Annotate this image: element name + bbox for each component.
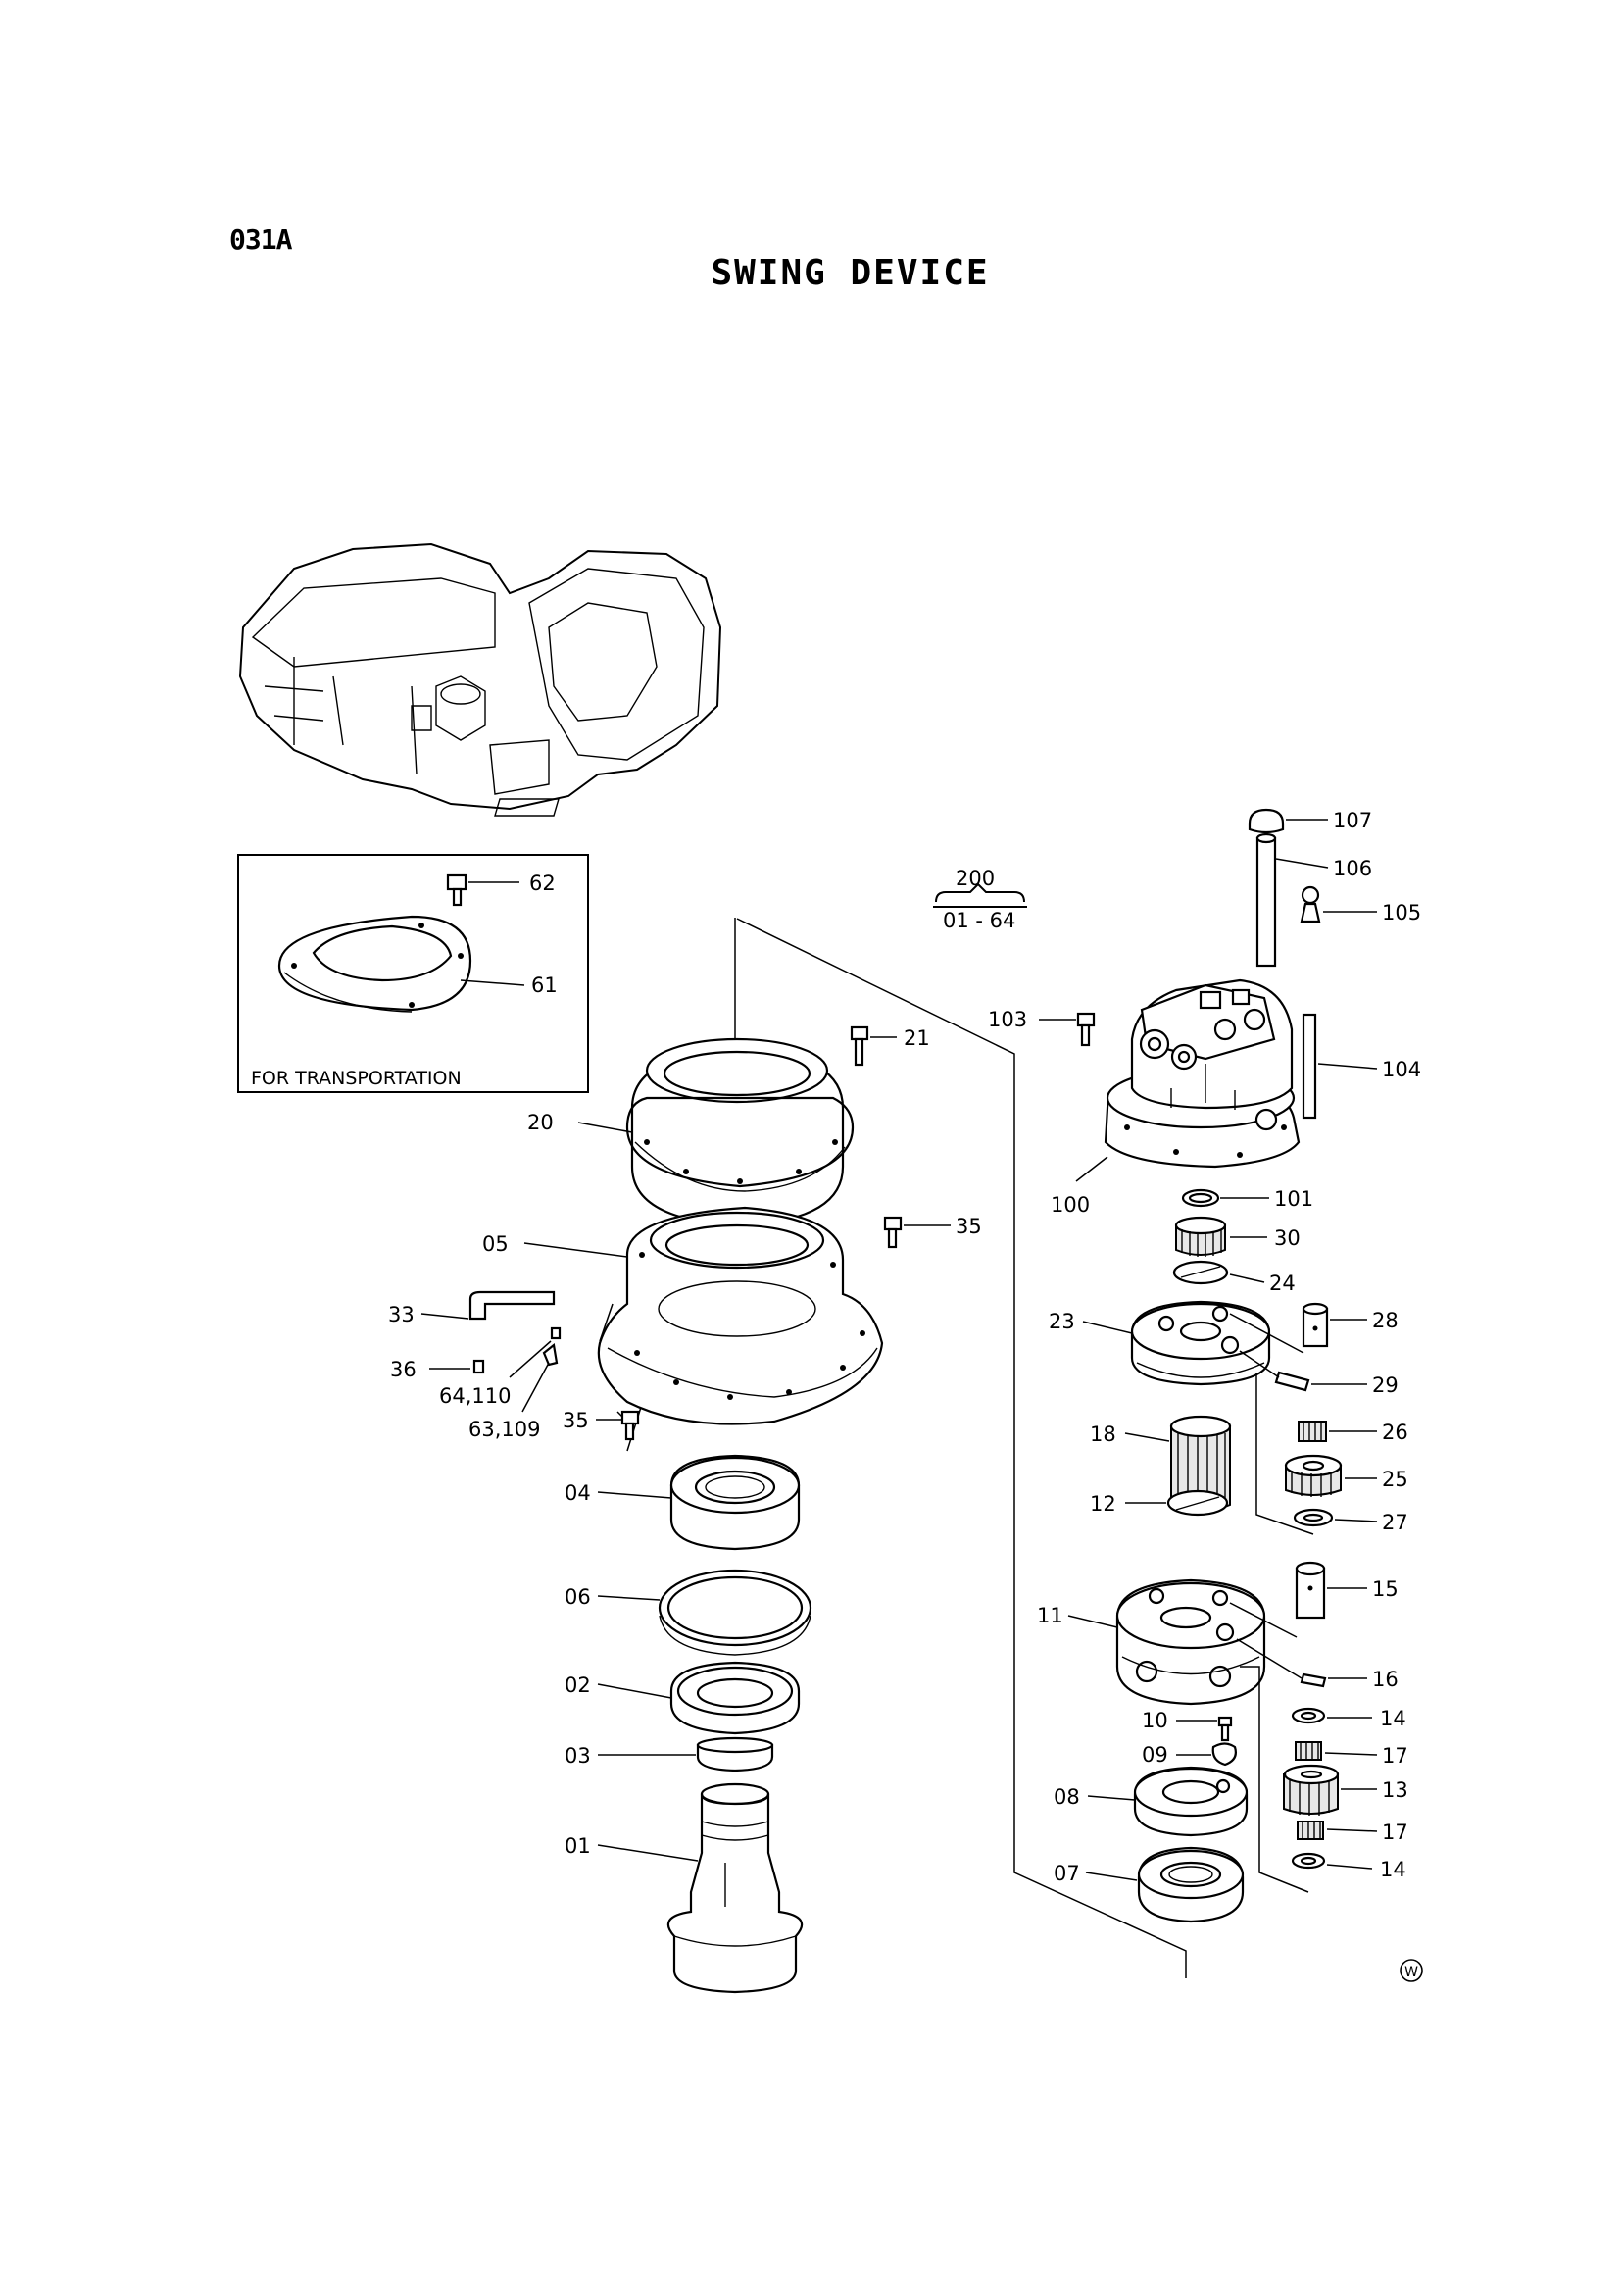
part-35-bolt-lower: [596, 1410, 640, 1441]
part-10-bolt: [1176, 1716, 1233, 1742]
part-14-washer-lower: [1240, 1666, 1373, 1893]
part-07-bearing: [1085, 1846, 1245, 1923]
callout-64-110: 64,110: [439, 1384, 511, 1408]
part-09-lock-plate: [1176, 1742, 1237, 1767]
part-03-ring: [696, 1736, 774, 1772]
watermark-letter: W: [1404, 1965, 1418, 1980]
part-106-pipe: [1255, 832, 1329, 968]
part-17-needle-upper: [1295, 1741, 1378, 1761]
callout-07: 07: [1054, 1862, 1080, 1885]
callout-103: 103: [988, 1008, 1027, 1031]
callout-08: 08: [1054, 1785, 1080, 1809]
part-11-carrier: [1067, 1578, 1266, 1706]
assembly-range: 01 - 64: [943, 909, 1015, 932]
part-01-pinion-shaft: [666, 1782, 804, 1994]
callout-17-lower: 17: [1382, 1821, 1408, 1844]
callout-35-lower: 35: [563, 1409, 589, 1432]
part-15-pin: [1229, 1561, 1367, 1638]
part-12-thrust-plate: [1125, 1489, 1229, 1517]
part-28-pin: [1229, 1302, 1367, 1354]
part-26-needle-bearing: [1298, 1421, 1377, 1442]
part-27-thrust-washer: [1255, 1373, 1378, 1535]
assembly-number: 200: [956, 867, 995, 890]
callout-09: 09: [1142, 1743, 1168, 1767]
part-29-spring-pin: [1239, 1350, 1367, 1392]
part-16-spring-pin: [1236, 1638, 1367, 1688]
callout-14-lower: 14: [1380, 1858, 1406, 1881]
callout-26: 26: [1382, 1421, 1408, 1444]
callout-14-upper: 14: [1380, 1707, 1406, 1730]
part-36-plug: [429, 1359, 485, 1374]
callout-100: 100: [1051, 1193, 1090, 1217]
callout-106: 106: [1333, 857, 1372, 880]
callout-11: 11: [1037, 1604, 1063, 1627]
callout-18: 18: [1090, 1423, 1116, 1446]
outline-leader-right: [736, 918, 1187, 1978]
excavator-overview-illustration: [238, 542, 722, 817]
watermark-circle: W: [1400, 1959, 1423, 1982]
transportation-inset: [237, 854, 589, 1093]
callout-25: 25: [1382, 1468, 1408, 1491]
part-103-bolt: [1039, 1012, 1096, 1047]
callout-21: 21: [904, 1026, 930, 1050]
callout-107: 107: [1333, 809, 1372, 832]
part-24-plate: [1172, 1260, 1265, 1285]
callout-30: 30: [1274, 1226, 1301, 1250]
callout-13: 13: [1382, 1778, 1408, 1802]
inset-caption: FOR TRANSPORTATION: [251, 1068, 462, 1089]
callout-15: 15: [1372, 1577, 1399, 1601]
callout-105: 105: [1382, 901, 1421, 924]
callout-27: 27: [1382, 1511, 1408, 1534]
part-33-hose: [420, 1290, 556, 1321]
part-08-thrust-ring: [1087, 1766, 1249, 1837]
part-06-seal-ring: [658, 1569, 812, 1656]
part-35-bolt-upper: [883, 1216, 951, 1249]
callout-20: 20: [527, 1111, 554, 1134]
callout-10: 10: [1142, 1709, 1168, 1732]
part-105-dipstick-handle: [1300, 885, 1377, 923]
part-13-planet-gear: [1283, 1764, 1377, 1816]
callout-29: 29: [1372, 1373, 1399, 1397]
callout-24: 24: [1269, 1272, 1296, 1295]
part-17-needle-lower: [1297, 1821, 1378, 1840]
callout-36: 36: [390, 1358, 417, 1381]
part-64-110-63-109-fittings: [509, 1303, 614, 1413]
callout-104: 104: [1382, 1058, 1421, 1081]
part-25-planet-gear: [1284, 1454, 1377, 1497]
assembly-bracket: [933, 882, 1027, 908]
callout-63-109: 63,109: [468, 1418, 540, 1441]
callout-05: 05: [482, 1232, 509, 1256]
part-107-cap: [1248, 808, 1328, 834]
callout-16: 16: [1372, 1668, 1399, 1691]
callout-04: 04: [565, 1481, 591, 1505]
callout-12: 12: [1090, 1492, 1116, 1516]
callout-03: 03: [565, 1744, 591, 1768]
callout-101: 101: [1274, 1187, 1313, 1211]
part-04-bearing: [669, 1454, 801, 1551]
callout-01: 01: [565, 1834, 591, 1858]
part-02-seal: [669, 1661, 801, 1735]
callout-06: 06: [565, 1585, 591, 1609]
callout-02: 02: [565, 1673, 591, 1697]
part-14-washer-upper: [1291, 1707, 1372, 1724]
callout-35-upper: 35: [956, 1215, 982, 1238]
page-title: SWING DEVICE: [711, 253, 990, 293]
part-23-carrier: [1082, 1300, 1271, 1386]
part-100-swing-motor: [1104, 978, 1301, 1169]
part-20-ring-gear: [625, 1037, 855, 1227]
page-code: 031A: [229, 224, 292, 256]
callout-61: 61: [531, 973, 558, 997]
part-05-housing: [597, 1206, 884, 1425]
callout-28: 28: [1372, 1309, 1399, 1332]
part-101-snap-ring: [1181, 1188, 1269, 1208]
part-30-gear: [1174, 1216, 1267, 1257]
callout-62: 62: [529, 872, 556, 895]
callout-17-upper: 17: [1382, 1744, 1408, 1768]
callout-23: 23: [1049, 1310, 1075, 1333]
part-104-gauge-rod: [1302, 1013, 1378, 1120]
part-21-bolt: [850, 1025, 897, 1067]
callout-33: 33: [388, 1303, 415, 1326]
